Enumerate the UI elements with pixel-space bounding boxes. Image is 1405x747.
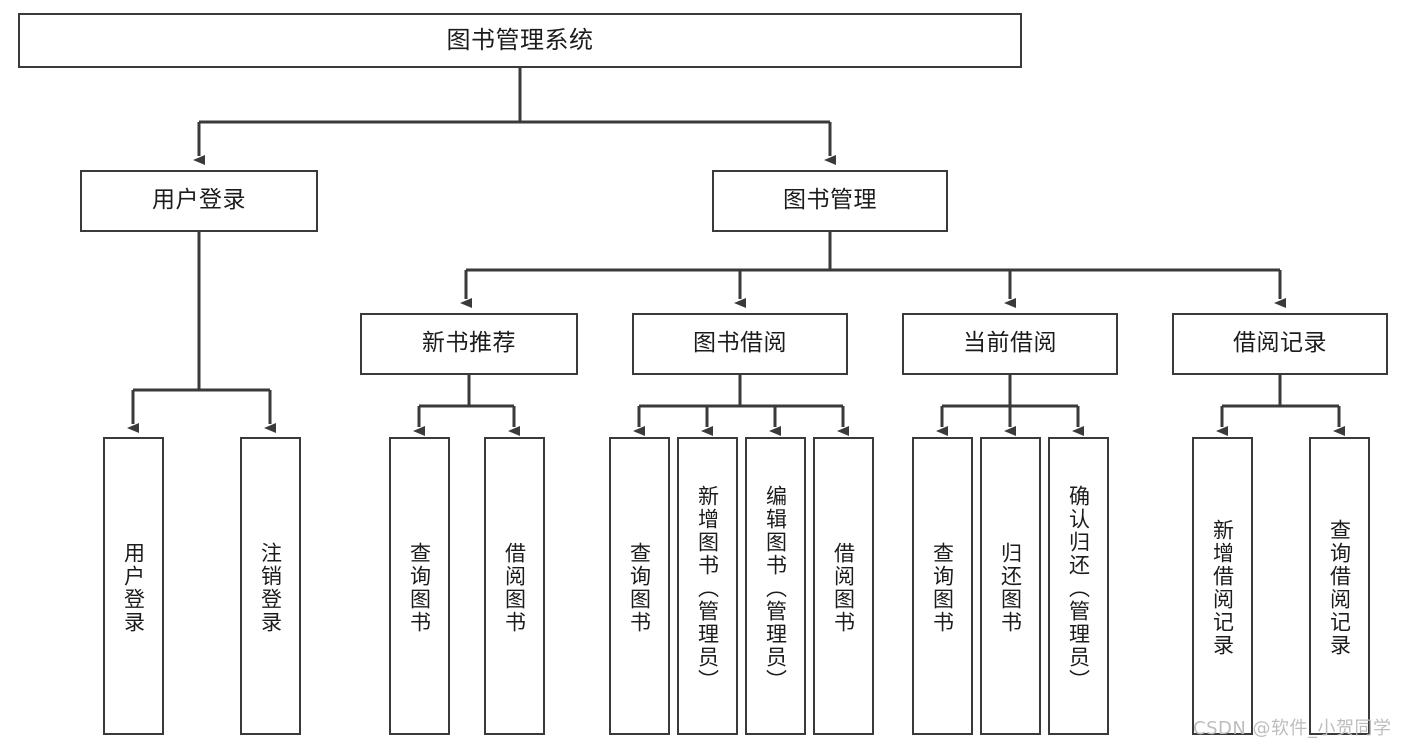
leaf-current-return-book[interactable]: 归还图书 — [980, 437, 1041, 735]
node-book-borrow[interactable]: 图书借阅 — [632, 313, 848, 375]
node-label: 查询借阅记录 — [1327, 519, 1352, 657]
node-label: 用户登录 — [152, 187, 246, 214]
leaf-borrow-borrow-book[interactable]: 借阅图书 — [813, 437, 874, 735]
leaf-user-login-logout[interactable]: 注销登录 — [240, 437, 301, 735]
node-label: 查询图书 — [627, 542, 652, 634]
node-label: 编辑图书（管理员） — [763, 484, 788, 692]
node-label: 用户登录 — [121, 542, 146, 634]
node-label: 借阅记录 — [1233, 330, 1327, 357]
node-label: 注销登录 — [258, 542, 283, 634]
node-book-management[interactable]: 图书管理 — [712, 170, 948, 232]
node-label: 归还图书 — [998, 542, 1023, 634]
node-label: 新增图书（管理员） — [695, 484, 720, 692]
node-label: 借阅图书 — [831, 542, 856, 634]
leaf-new-book-borrow[interactable]: 借阅图书 — [484, 437, 545, 735]
leaf-borrow-add-book-admin[interactable]: 新增图书（管理员） — [677, 437, 738, 735]
node-new-book-recommend[interactable]: 新书推荐 — [360, 313, 578, 375]
node-current-borrow[interactable]: 当前借阅 — [902, 313, 1118, 375]
leaf-new-book-query[interactable]: 查询图书 — [389, 437, 450, 735]
leaf-record-add-record[interactable]: 新增借阅记录 — [1192, 437, 1253, 735]
node-borrow-record[interactable]: 借阅记录 — [1172, 313, 1388, 375]
leaf-current-query-book[interactable]: 查询图书 — [912, 437, 973, 735]
leaf-borrow-query-book[interactable]: 查询图书 — [609, 437, 670, 735]
node-user-login[interactable]: 用户登录 — [80, 170, 318, 232]
node-label: 借阅图书 — [502, 542, 527, 634]
leaf-current-confirm-return-admin[interactable]: 确认归还（管理员） — [1048, 437, 1109, 735]
leaf-borrow-edit-book-admin[interactable]: 编辑图书（管理员） — [745, 437, 806, 735]
node-label: 新增借阅记录 — [1210, 519, 1235, 657]
csdn-watermark: CSDN @软件_小贺同学 — [1193, 718, 1392, 739]
node-label: 图书管理 — [783, 187, 877, 214]
node-label: 当前借阅 — [963, 330, 1057, 357]
node-label: 图书管理系统 — [446, 26, 594, 55]
node-label: 查询图书 — [930, 542, 955, 634]
node-label: 图书借阅 — [693, 330, 787, 357]
leaf-record-query-record[interactable]: 查询借阅记录 — [1309, 437, 1370, 735]
node-label: 确认归还（管理员） — [1066, 484, 1091, 692]
node-label: 新书推荐 — [422, 330, 516, 357]
node-label: 查询图书 — [407, 542, 432, 634]
leaf-user-login-login[interactable]: 用户登录 — [103, 437, 164, 735]
node-root-system[interactable]: 图书管理系统 — [18, 13, 1022, 68]
